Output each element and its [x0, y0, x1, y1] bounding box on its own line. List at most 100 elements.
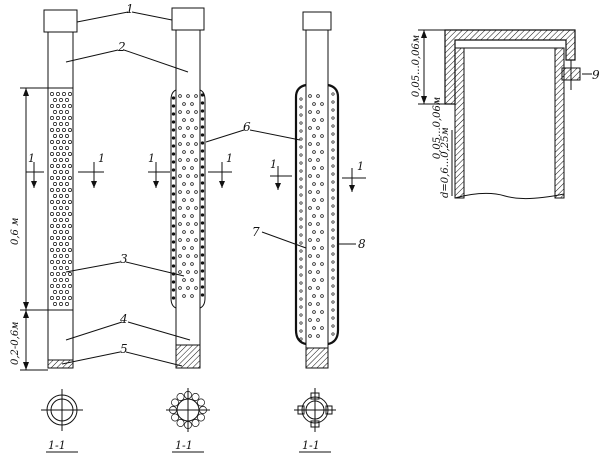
perforation-dot: [56, 128, 60, 132]
perforation-dot: [62, 152, 66, 156]
perforation-dot: [171, 413, 179, 422]
perforation-dot: [59, 230, 63, 234]
perforation-dot: [68, 236, 72, 240]
perforation-dot: [308, 126, 312, 130]
perforation-dot: [316, 254, 320, 258]
perforation-dot: [186, 270, 190, 274]
perforation-dot: [194, 206, 198, 210]
perforation-dot: [53, 134, 57, 138]
perforation-dot: [186, 222, 190, 226]
perforation-dot: [194, 222, 198, 226]
perforation-dot: [184, 421, 192, 429]
perforation-dot: [308, 270, 312, 274]
perforation-dot: [331, 116, 335, 120]
perforation-dot: [182, 118, 186, 122]
perforation-dot: [308, 174, 312, 178]
perforation-dot: [176, 393, 185, 401]
perforation-dot: [186, 238, 190, 242]
perforation-dot: [68, 212, 72, 216]
perforation-dot: [59, 242, 63, 246]
perforation-dot: [65, 266, 69, 270]
perforation-dot: [186, 158, 190, 162]
perforation-dot: [182, 198, 186, 202]
perforation-dot: [178, 286, 182, 290]
perforation-dot: [178, 158, 182, 162]
perforation-dot: [62, 236, 66, 240]
perforation-dot: [320, 262, 324, 266]
perforated-length-label: 0,6 м: [10, 218, 21, 245]
perforation-dot: [68, 272, 72, 276]
callouts: 1 2 3 4 5 6 7 8: [61, 2, 366, 367]
perforation-dot: [50, 104, 54, 108]
cross-section-1: 1-1: [41, 389, 83, 453]
perforation-dot: [50, 284, 54, 288]
perforation-dot: [62, 260, 66, 264]
perforation-dot: [68, 224, 72, 228]
perforation-dot: [68, 140, 72, 144]
perforation-dot: [190, 278, 194, 282]
perforation-dot: [53, 290, 57, 294]
perforation-dot: [316, 302, 320, 306]
perforation-dot: [171, 296, 176, 300]
perforation-dot: [56, 92, 60, 96]
perforation-dot: [320, 310, 324, 314]
perforation-dot: [178, 142, 182, 146]
perforation-dot: [53, 242, 57, 246]
perforation-dot: [320, 198, 324, 202]
perforation-dot: [200, 133, 205, 137]
perforation-dot: [186, 286, 190, 290]
callout-3: 3: [120, 252, 128, 266]
perforation-dot: [331, 132, 335, 136]
perforation-dot: [171, 128, 176, 132]
perforation-dot: [59, 278, 63, 282]
perforation-dot: [65, 170, 69, 174]
perforation-dot: [53, 230, 57, 234]
perforation-dot: [171, 216, 176, 220]
perforation-dot: [200, 277, 205, 281]
perforation-dot: [68, 128, 72, 132]
perforation-dot: [316, 334, 320, 338]
perforation-dot: [62, 92, 66, 96]
perforation-dot: [320, 294, 324, 298]
perforation-dot: [171, 256, 176, 260]
perforation-dot: [62, 212, 66, 216]
perforation-dot: [53, 182, 57, 186]
perforation-dot: [190, 198, 194, 202]
perforation-dot: [171, 120, 176, 124]
perforation-dot: [50, 296, 54, 300]
perforation-dot: [56, 152, 60, 156]
perforation-dot: [299, 321, 303, 325]
perforation-dot: [190, 182, 194, 186]
perforation-dot: [299, 249, 303, 253]
perforation-dot: [56, 116, 60, 120]
perforation-dot: [178, 254, 182, 258]
perforation-dot: [176, 419, 185, 427]
perforation-dot: [320, 166, 324, 170]
perforation-dot: [178, 206, 182, 210]
perforation-dot: [320, 326, 324, 330]
perforation-dot: [320, 102, 324, 106]
perforation-dot: [56, 200, 60, 204]
perforation-dot: [171, 398, 179, 407]
perforation-dot: [186, 190, 190, 194]
perforation-dot: [308, 142, 312, 146]
perforation-dot: [299, 313, 303, 317]
perforation-dot: [331, 228, 335, 232]
pipe1-bottom-plug: [47, 359, 74, 369]
perforation-dot: [299, 161, 303, 165]
perforation-dot: [62, 164, 66, 168]
perforation-dot: [62, 284, 66, 288]
perforation-dot: [171, 232, 176, 236]
perforation-dot: [200, 213, 205, 217]
perforation-dot: [331, 316, 335, 320]
joint-height-label: 0,05...0,06м: [411, 35, 422, 97]
cut-label: 1: [98, 152, 105, 165]
callout-2: 2: [117, 40, 126, 54]
perforation-dot: [56, 164, 60, 168]
perforation-dot: [308, 206, 312, 210]
perforation-dot: [65, 230, 69, 234]
perforation-dot: [331, 164, 335, 168]
perforation-dot: [331, 268, 335, 272]
cut-label: 1: [28, 152, 35, 165]
